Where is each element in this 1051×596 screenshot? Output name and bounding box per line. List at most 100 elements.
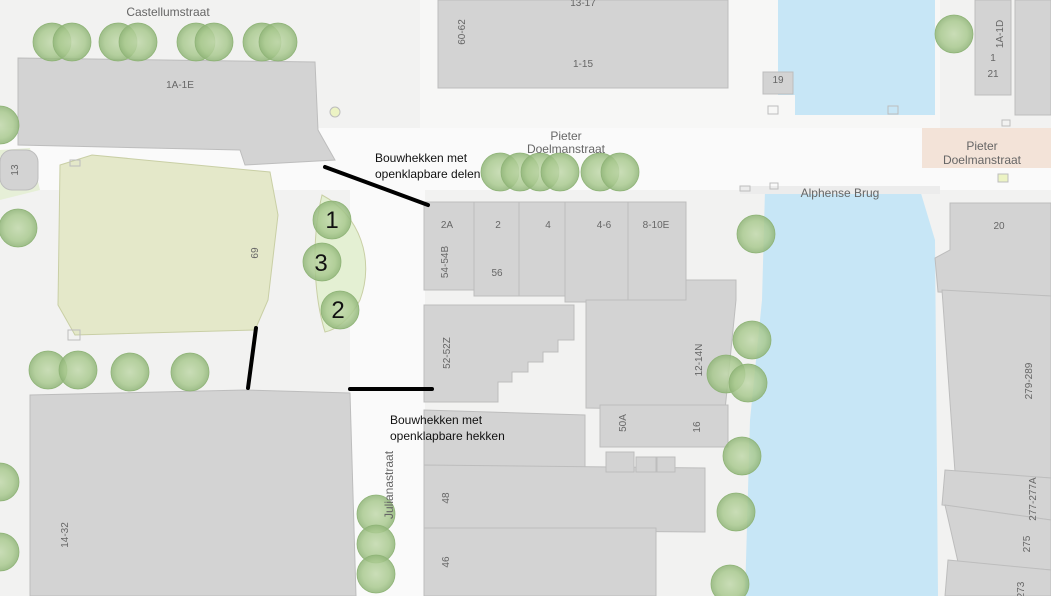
label-1a-1d: 1A-1D — [995, 20, 1006, 48]
tree-icon — [356, 554, 396, 594]
tree-icon — [110, 352, 150, 392]
annotation-top-line2: openklapbare delen — [375, 167, 480, 181]
tree-icon — [540, 152, 580, 192]
tree-icon — [170, 352, 210, 392]
label-46: 46 — [441, 556, 452, 568]
canal-south — [745, 190, 938, 596]
label-pieter-doelmanstraat-right-line2: Doelmanstraat — [943, 153, 1022, 167]
fence-line-west — [246, 326, 258, 390]
tree-icon — [728, 363, 768, 403]
tree-icon — [58, 350, 98, 390]
building-279-289[interactable] — [941, 289, 1051, 479]
building-1a-1e[interactable] — [17, 57, 336, 166]
label-275: 275 — [1022, 535, 1033, 552]
building-8-10e[interactable] — [627, 201, 687, 303]
label-16: 16 — [692, 421, 703, 433]
label-julianastraat: Julianastraat — [382, 450, 396, 519]
pieter-doelmanstraat-bridge-area — [922, 128, 1051, 168]
building-labels: 1A-1E 13 69 60-62 13-17 1-15 19 1A-1D 1 … — [10, 0, 1039, 596]
building-52-52z[interactable] — [423, 304, 575, 403]
marker-3: 3 — [314, 250, 327, 277]
green-courtyard — [57, 154, 279, 336]
building-1a-1d[interactable] — [974, 0, 1012, 96]
label-13-17: 13-17 — [570, 0, 596, 9]
tree-icon — [716, 492, 756, 532]
building-277-277a[interactable] — [941, 469, 1051, 521]
label-19: 19 — [772, 75, 784, 86]
tree-icon — [736, 214, 776, 254]
building-13[interactable] — [0, 149, 39, 191]
tree-icon — [732, 320, 772, 360]
small-structures — [67, 105, 1011, 341]
label-2: 2 — [495, 220, 501, 231]
tree-icon — [0, 462, 20, 502]
small-circle — [329, 106, 341, 118]
label-277-277a: 277-277A — [1028, 477, 1039, 521]
building-right-top[interactable] — [1014, 0, 1051, 116]
tree-icon — [302, 242, 342, 282]
annotation-bottom-line2: openklapbare hekken — [390, 429, 505, 443]
alphense-brug — [740, 186, 940, 194]
label-56: 56 — [491, 268, 503, 279]
label-1a-1e: 1A-1E — [166, 80, 194, 91]
construction-fences — [246, 165, 434, 391]
tree-icon — [312, 200, 352, 240]
tree-icon — [320, 290, 360, 330]
label-21: 21 — [987, 69, 999, 80]
tree-icon — [0, 105, 20, 145]
label-48: 48 — [441, 492, 452, 504]
canal-north — [778, 0, 935, 115]
building-14-32[interactable] — [29, 389, 357, 596]
label-13: 13 — [10, 164, 21, 176]
building-4-6[interactable] — [564, 201, 629, 303]
label-54-54b: 54-54B — [440, 246, 451, 279]
building-small-3[interactable] — [656, 456, 676, 473]
label-69: 69 — [250, 247, 261, 259]
label-4: 4 — [545, 220, 551, 231]
tree-icon — [710, 564, 750, 596]
building-2-56[interactable] — [473, 201, 520, 297]
label-273: 273 — [1016, 581, 1027, 596]
label-279-289: 279-289 — [1024, 362, 1035, 399]
building-1-15[interactable] — [437, 0, 729, 89]
tree-icon — [934, 14, 974, 54]
label-8-10e: 8-10E — [643, 220, 670, 231]
label-pieter-doelmanstraat-right-line1: Pieter — [966, 139, 997, 153]
tree-icon — [194, 22, 234, 62]
label-castellumstraat: Castellumstraat — [126, 5, 210, 19]
building-12-14n[interactable] — [585, 279, 737, 411]
building-4[interactable] — [518, 201, 566, 297]
tree-icon — [0, 208, 38, 248]
label-20: 20 — [993, 221, 1005, 232]
building-small-1[interactable] — [605, 451, 635, 473]
building-50a-16[interactable] — [599, 404, 729, 448]
building-20[interactable] — [934, 202, 1051, 297]
annotation-top-line1: Bouwhekken met — [375, 151, 468, 165]
building-273[interactable] — [944, 559, 1051, 596]
label-2a: 2A — [441, 220, 454, 231]
label-alphense-brug: Alphense Brug — [801, 186, 880, 200]
marker-1: 1 — [325, 207, 338, 234]
label-1: 1 — [990, 53, 996, 64]
tree-icon — [118, 22, 158, 62]
marker-2: 2 — [331, 297, 344, 324]
trees — [0, 14, 974, 596]
label-pieter-doelmanstraat-line2: Doelmanstraat — [527, 142, 606, 156]
building-48[interactable] — [423, 464, 706, 533]
building-small-2[interactable] — [635, 456, 657, 473]
tree-icon — [258, 22, 298, 62]
label-12-14n: 12-14N — [694, 344, 705, 377]
building-19[interactable] — [762, 71, 794, 95]
building-275[interactable] — [944, 504, 1051, 571]
annotation-bottom-line1: Bouwhekken met — [390, 413, 483, 427]
tree-icon — [0, 532, 20, 572]
label-52-52z: 52-52Z — [442, 337, 453, 369]
small-structure-yellow — [997, 173, 1009, 183]
label-60-62: 60-62 — [457, 19, 468, 45]
building-46[interactable] — [423, 527, 657, 596]
label-pieter-doelmanstraat-line1: Pieter — [550, 129, 581, 143]
fence-line-north — [323, 165, 430, 207]
